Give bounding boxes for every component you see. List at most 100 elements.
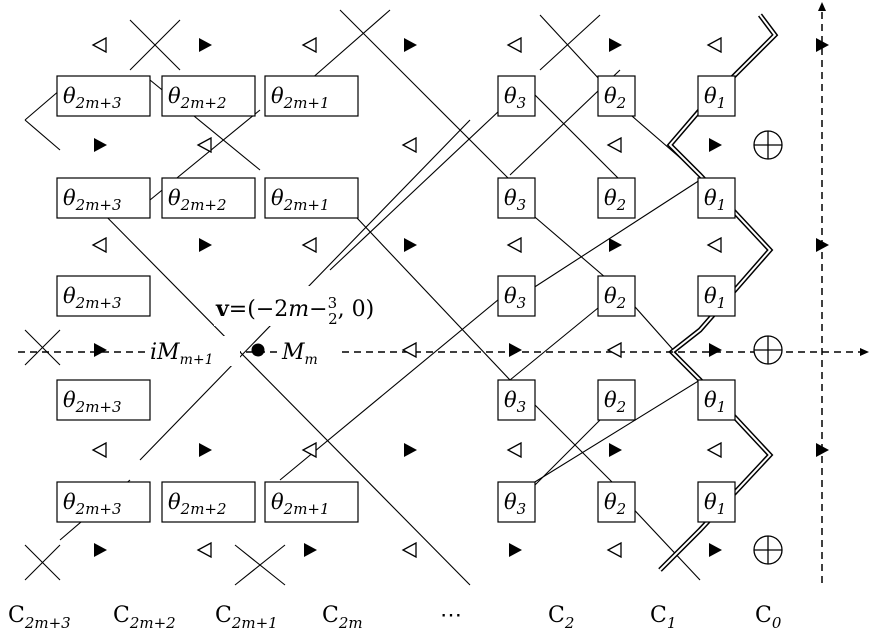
- theta-box: θ3: [497, 177, 536, 219]
- vertex-dot: [251, 343, 265, 357]
- filled-triangle-marker: [404, 443, 417, 457]
- column-label: ⋯: [440, 603, 462, 628]
- theta-label: θ2m+3: [63, 84, 122, 112]
- theta-label: θ2m+1: [271, 490, 330, 518]
- filled-triangle-marker: [509, 343, 522, 357]
- theta-label: θ2: [604, 388, 626, 416]
- theta-label: θ1: [704, 284, 726, 312]
- theta-label: θ2m+3: [63, 490, 122, 518]
- vertical-axis-arrowhead: [818, 2, 826, 11]
- hollow-triangle-marker: [506, 236, 522, 254]
- theta-label: θ3: [504, 284, 526, 312]
- theta-box: θ2m+3: [56, 177, 151, 219]
- column-label: C1: [650, 603, 676, 632]
- theta-label: θ2m+2: [168, 490, 227, 518]
- theta-box: θ2: [597, 75, 636, 117]
- theta-box: θ2: [597, 379, 636, 421]
- filled-triangle-marker: [816, 238, 829, 252]
- theta-box: θ3: [497, 275, 536, 317]
- theta-box: θ2m+2: [161, 177, 256, 219]
- hollow-triangle-marker: [91, 441, 107, 459]
- filled-triangle-marker: [94, 343, 107, 357]
- theta-label: θ2: [604, 84, 626, 112]
- vertex-right-label: Mm: [281, 340, 318, 368]
- column-label: C2m+3: [8, 603, 71, 632]
- hollow-triangle-marker: [506, 36, 522, 54]
- filled-triangle-marker: [609, 443, 622, 457]
- theta-box: θ2: [597, 481, 636, 523]
- theta-box: θ1: [697, 75, 736, 117]
- theta-label: θ2: [604, 284, 626, 312]
- filled-triangle-marker: [304, 543, 317, 557]
- theta-box: θ1: [697, 275, 736, 317]
- hollow-triangle-marker: [606, 136, 622, 154]
- hollow-triangle-marker: [401, 136, 417, 154]
- theta-box: θ2m+2: [161, 75, 256, 117]
- hollow-triangle-marker: [706, 441, 722, 459]
- theta-box: θ2: [597, 275, 636, 317]
- hollow-triangle-marker: [706, 236, 722, 254]
- theta-box: θ1: [697, 481, 736, 523]
- hollow-triangle-marker: [401, 341, 417, 359]
- theta-label: θ3: [504, 388, 526, 416]
- theta-label: θ2m+3: [63, 284, 122, 312]
- column-label: C2m: [322, 603, 363, 632]
- filled-triangle-marker: [404, 238, 417, 252]
- theta-label: θ2: [604, 490, 626, 518]
- theta-label: θ3: [504, 186, 526, 214]
- theta-label: θ1: [704, 490, 726, 518]
- theta-label: θ3: [504, 84, 526, 112]
- theta-label: θ1: [704, 84, 726, 112]
- theta-box: θ1: [697, 379, 736, 421]
- theta-label: θ1: [704, 186, 726, 214]
- theta-label: θ2m+1: [271, 84, 330, 112]
- filled-triangle-marker: [404, 38, 417, 52]
- hollow-triangle-marker: [301, 36, 317, 54]
- theta-box: θ2m+3: [56, 379, 151, 421]
- filled-triangle-marker: [609, 238, 622, 252]
- filled-triangle-marker: [709, 343, 722, 357]
- filled-triangle-marker: [816, 443, 829, 457]
- vertex-left-label: iMm+1: [150, 340, 213, 368]
- filled-triangle-marker: [199, 443, 212, 457]
- theta-label: θ3: [504, 490, 526, 518]
- theta-label: θ2m+1: [271, 186, 330, 214]
- hollow-triangle-marker: [91, 36, 107, 54]
- hollow-triangle-marker: [301, 441, 317, 459]
- plus-circles: [753, 130, 783, 565]
- theta-box: θ2m+1: [264, 75, 359, 117]
- column-label: C2m+2: [113, 603, 176, 632]
- theta-label: θ2m+3: [63, 388, 122, 416]
- filled-triangle-marker: [94, 138, 107, 152]
- filled-triangle-marker: [509, 543, 522, 557]
- theta-box: θ2m+3: [56, 275, 151, 317]
- theta-label: θ2m+3: [63, 186, 122, 214]
- hollow-triangle-marker: [91, 236, 107, 254]
- theta-box: θ2m+3: [56, 481, 151, 523]
- filled-triangle-marker: [609, 38, 622, 52]
- theta-box: θ2: [597, 177, 636, 219]
- axes: [18, 2, 869, 583]
- filled-triangle-marker: [199, 238, 212, 252]
- triangle-markers: [91, 36, 829, 559]
- filled-triangle-marker: [816, 38, 829, 52]
- theta-box: θ3: [497, 75, 536, 117]
- horizontal-axis-arrowhead: [860, 348, 869, 356]
- hollow-triangle-marker: [196, 136, 212, 154]
- hollow-triangle-marker: [606, 341, 622, 359]
- theta-label: θ2m+2: [168, 84, 227, 112]
- theta-box: θ2m+1: [264, 481, 359, 523]
- hollow-triangle-marker: [606, 541, 622, 559]
- theta-box: θ2m+2: [161, 481, 256, 523]
- filled-triangle-marker: [709, 138, 722, 152]
- theta-box: θ3: [497, 379, 536, 421]
- theta-label: θ1: [704, 388, 726, 416]
- column-label: C0: [755, 603, 782, 632]
- column-label: C2m+1: [215, 603, 278, 632]
- theta-label: θ2: [604, 186, 626, 214]
- hollow-triangle-marker: [706, 36, 722, 54]
- hollow-triangle-marker: [506, 441, 522, 459]
